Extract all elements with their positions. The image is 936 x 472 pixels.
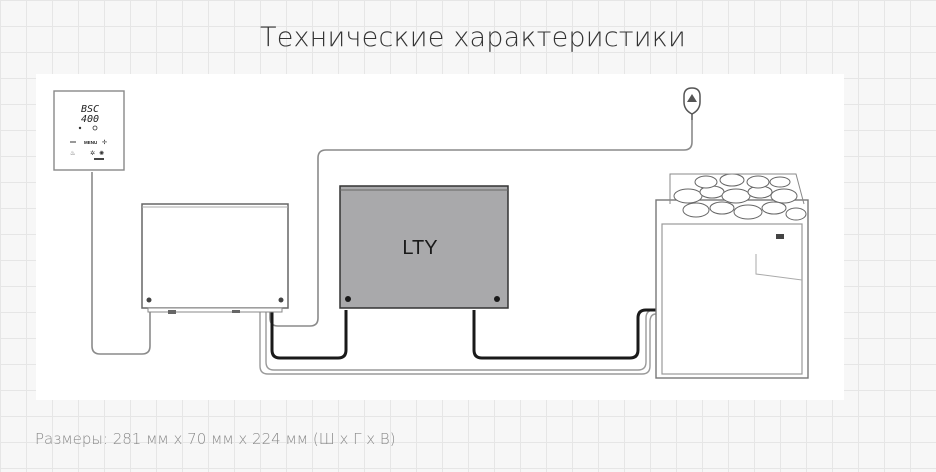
- page-title: Технические характеристики: [260, 22, 686, 53]
- settings-icon: ✲: [90, 150, 95, 157]
- brand-logo: [94, 158, 104, 160]
- lty-power-unit: LTY: [339, 185, 509, 309]
- controller-wire: [91, 172, 151, 355]
- dimensions-caption: Размеры: 281 мм х 70 мм х 224 мм (Ш х Г …: [35, 430, 396, 448]
- relay-unit: [141, 203, 289, 314]
- connection-diagram: BSC 400 MENU ✢ ♨ ✲ ✺: [53, 87, 809, 379]
- display-line-2: 400: [81, 114, 99, 125]
- diagram-panel: BSC 400 MENU ✢ ♨ ✲ ✺: [36, 74, 844, 400]
- indicator-dot-icon: [78, 126, 82, 130]
- heater-wire-outer-2: [259, 312, 657, 375]
- lty-label: LTY: [402, 237, 437, 259]
- lty-to-heater-cable: [472, 308, 656, 360]
- display-line-1: BSC: [81, 104, 99, 115]
- light-icon: ✺: [99, 150, 104, 157]
- menu-label: MENU: [84, 140, 97, 145]
- fan-icon: ✢: [102, 139, 107, 146]
- sauna-heater: [655, 173, 809, 379]
- sauna-icon: ♨: [70, 150, 75, 157]
- controller-bsc400: BSC 400 MENU ✢ ♨ ✲ ✺: [53, 90, 125, 171]
- relay-to-lty-cable: [270, 310, 348, 360]
- temperature-sensor: [683, 87, 701, 120]
- sensor-wire: [269, 120, 693, 327]
- clock-icon: [92, 125, 98, 131]
- heater-wire-outer: [265, 309, 655, 371]
